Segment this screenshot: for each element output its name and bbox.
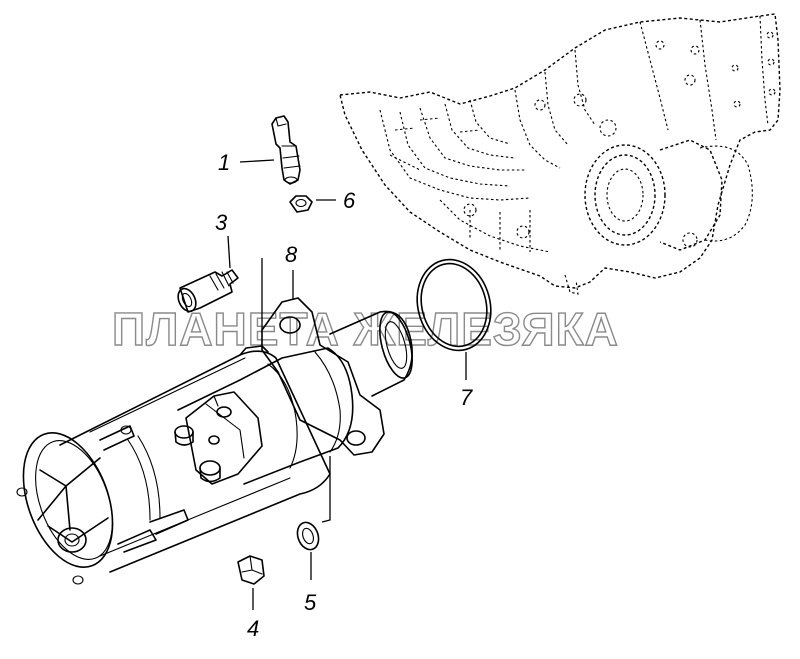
callout-7: 7 <box>460 385 473 410</box>
part-3-bolt <box>177 269 239 313</box>
callout-8: 8 <box>285 242 298 267</box>
part-1-sensor <box>271 115 301 185</box>
watermark-text: ПЛАНЕТА ЖЕЛЕЗЯКА <box>112 303 619 355</box>
callout-1: 1 <box>218 150 230 175</box>
leader-lines <box>227 159 467 610</box>
callout-4: 4 <box>247 616 259 641</box>
flywheel-housing <box>339 13 781 295</box>
callouts: 1 3 4 5 6 7 8 <box>215 150 473 641</box>
part-6-nut <box>289 195 313 213</box>
part-7-o-ring <box>416 258 492 352</box>
callout-3: 3 <box>215 210 228 235</box>
part-5-washer <box>296 521 320 551</box>
starter-motor <box>16 297 413 585</box>
callout-6: 6 <box>343 188 356 213</box>
callout-5: 5 <box>304 590 317 615</box>
part-4-nut <box>237 555 265 585</box>
